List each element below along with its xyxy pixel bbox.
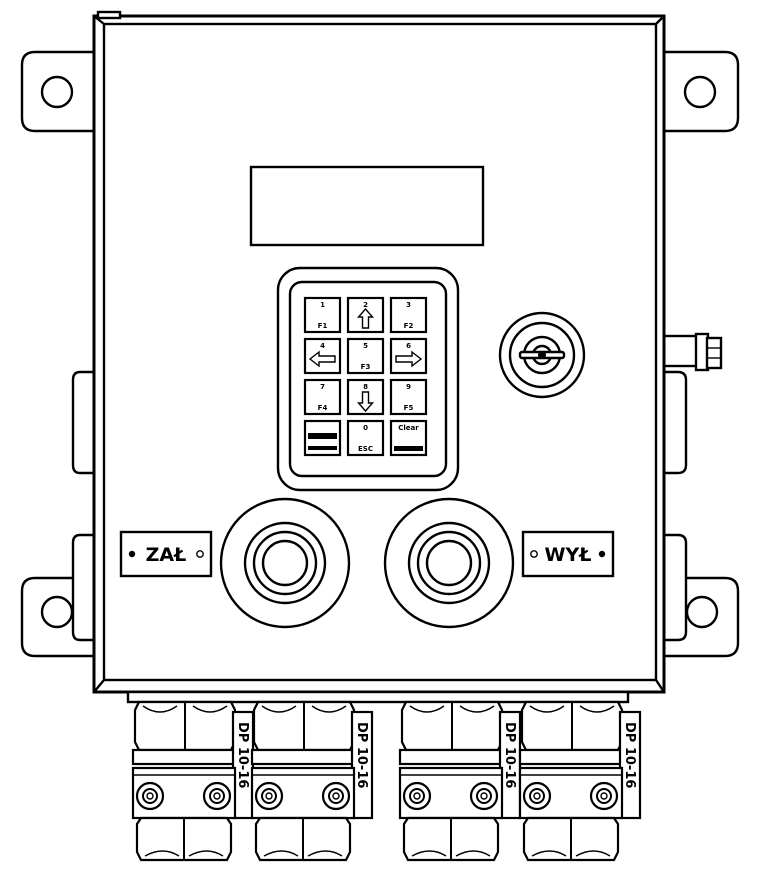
- cable-gland: DP 10-16: [131, 700, 255, 862]
- keypad-key-number: 8: [363, 383, 368, 391]
- keypad-key[interactable]: 3F2: [389, 296, 428, 334]
- keypad-key[interactable]: 8: [346, 378, 385, 416]
- keypad-key-sublabel: F2: [404, 322, 414, 330]
- cable-gland: DP 10-16: [518, 700, 642, 862]
- label-plate-off: WYŁ: [521, 530, 615, 578]
- keypad-key-sublabel: F3: [361, 363, 371, 371]
- keypad-key-number: 1: [320, 301, 325, 309]
- mounting-ear-top-right: [665, 50, 740, 133]
- screw-icon: [321, 781, 351, 811]
- label-on-text: ZAŁ: [146, 544, 187, 566]
- off-pushbutton[interactable]: [383, 497, 515, 629]
- mounting-ear-top-left: [20, 50, 96, 133]
- keypad-key-number: 2: [363, 301, 368, 309]
- enter-icon-bar: [308, 446, 337, 450]
- cable-gland: DP 10-16: [250, 700, 374, 862]
- keypad-key-number: Clear: [398, 424, 419, 432]
- hinge-left-lower: [71, 533, 94, 642]
- keypad-key-sublabel: F1: [318, 322, 328, 330]
- bottom-strip: [126, 690, 630, 704]
- label-plate-on: ZAŁ: [119, 530, 213, 578]
- display-window: [249, 165, 485, 247]
- breather-valve: [662, 332, 723, 372]
- keypad-key-number: 7: [320, 383, 325, 391]
- keypad-key-number: 5: [363, 342, 368, 350]
- screw-icon: [202, 781, 232, 811]
- keypad-key-sublabel: F4: [318, 404, 328, 412]
- on-pushbutton[interactable]: [219, 497, 351, 629]
- screw-icon: [589, 781, 619, 811]
- keypad-key-number: 9: [406, 383, 411, 391]
- keypad-key[interactable]: 4: [303, 337, 342, 375]
- screw-icon: [522, 781, 552, 811]
- keypad-key[interactable]: 7F4: [303, 378, 342, 416]
- screw-icon: [469, 781, 499, 811]
- keypad-key[interactable]: Clear: [389, 419, 428, 457]
- arrow-up-icon: [356, 307, 375, 329]
- keypad-key[interactable]: 2: [346, 296, 385, 334]
- keypad-key[interactable]: 9F5: [389, 378, 428, 416]
- keypad-key-number: 4: [320, 342, 325, 350]
- key-switch[interactable]: [498, 311, 586, 399]
- screw-icon: [135, 781, 165, 811]
- screw-icon: [402, 781, 432, 811]
- arrow-right-icon: [395, 350, 423, 368]
- keypad-key[interactable]: 6: [389, 337, 428, 375]
- cable-gland: DP 10-16: [398, 700, 522, 862]
- gland-size-label: DP 10-16: [502, 722, 517, 788]
- label-off-text: WYŁ: [545, 544, 592, 566]
- enter-icon: [308, 433, 337, 439]
- gland-size-label: DP 10-16: [235, 722, 250, 788]
- keypad-key-number: 6: [406, 342, 411, 350]
- arrow-down-icon: [356, 391, 375, 413]
- keypad-key-number: 3: [406, 301, 411, 309]
- clear-icon-bar: [394, 446, 423, 451]
- arrow-left-icon: [308, 350, 336, 368]
- latch-right-lower: [664, 533, 688, 642]
- keypad-key-number: 0: [363, 424, 368, 432]
- screw-icon: [254, 781, 284, 811]
- cable-glands: DP 10-16 DP 10-16 DP 10-16 DP 10-16: [131, 700, 642, 862]
- gland-size-label: DP 10-16: [354, 722, 369, 788]
- keypad-key-sublabel: F5: [404, 404, 414, 412]
- hinge-left-upper: [71, 370, 94, 475]
- latch-right-upper: [664, 370, 688, 475]
- keypad-key[interactable]: 5F3: [346, 337, 385, 375]
- keypad-key[interactable]: 1F1: [303, 296, 342, 334]
- keypad-key-sublabel: ESC: [358, 445, 373, 453]
- keypad-key[interactable]: [303, 419, 342, 457]
- gland-size-label: DP 10-16: [622, 722, 637, 788]
